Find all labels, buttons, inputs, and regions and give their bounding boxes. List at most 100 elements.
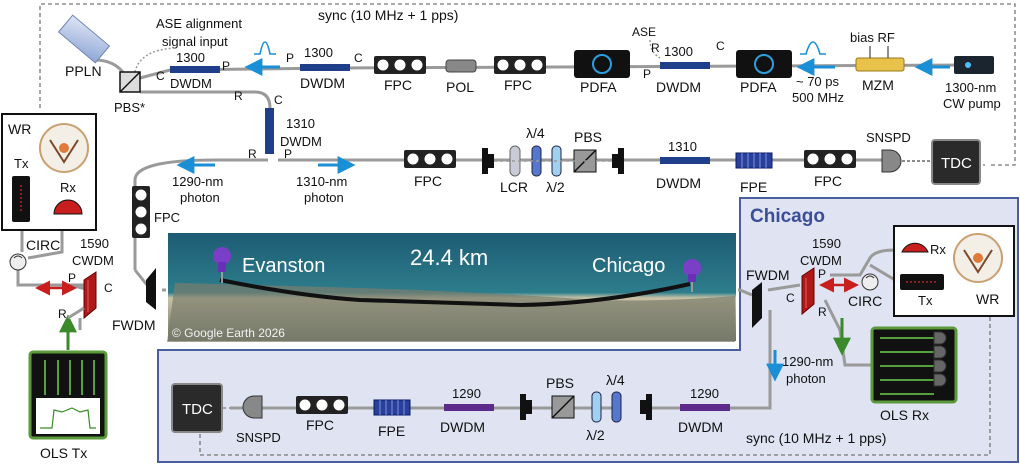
lambda2-mid-label: λ/2: [546, 179, 565, 195]
port-p-4: P: [284, 147, 292, 161]
port-r-1: R: [234, 89, 243, 103]
dwdm-1310-h-label: DWDM: [656, 175, 701, 191]
port-p-right: P: [818, 267, 826, 281]
fpc-top-1-label: FPC: [384, 77, 412, 93]
pol-icon: [445, 59, 477, 73]
cwdm-1590-left-wl: 1590: [80, 236, 109, 251]
chicago-box-title: Chicago: [750, 206, 825, 227]
pbs-bot-label: PBS: [546, 375, 574, 391]
dwdm-1290-left: [444, 404, 494, 411]
pol-label: POL: [446, 79, 474, 95]
ols-rx-label: OLS Rx: [880, 407, 929, 423]
pump-label-2: CW pump: [943, 96, 1001, 111]
port-r-right: R: [818, 305, 827, 319]
dwdm-1300-a-label: DWDM: [170, 76, 212, 91]
pulse-icon-2: [800, 41, 826, 55]
tdc-bot-label: TDC: [182, 401, 213, 418]
tx-laser-icon-right: [900, 274, 944, 290]
pbs-star-label: PBS*: [114, 100, 145, 115]
pbs-mid-label: PBS: [574, 129, 602, 145]
lambda4-mid-label: λ/4: [526, 125, 545, 141]
tdc-top-label: TDC: [941, 155, 972, 172]
tdc-icon-top: [931, 139, 981, 185]
dwdm-1300-b-label: DWDM: [300, 75, 345, 91]
pulse-icon-1: [254, 41, 276, 55]
dwdm-1290-right-label: DWDM: [678, 419, 723, 435]
lambda4-bot-label: λ/4: [606, 372, 625, 388]
tx-left-label: Tx: [14, 156, 29, 171]
ols-tx-icon: [28, 350, 108, 440]
evanston-pin-icon: [213, 247, 231, 283]
snspd-icon-top: [881, 149, 902, 173]
fpc-icon-bot: [296, 396, 348, 414]
rx-right-label: Rx: [930, 242, 946, 257]
pdfa-icon-1: [574, 50, 630, 78]
fpe-bot-label: FPE: [378, 423, 405, 439]
dwdm-1300-c: [660, 62, 710, 69]
photon-1310-label-2: photon: [304, 190, 344, 205]
pdfa-2-label: PDFA: [740, 79, 777, 95]
fpc-mid-2-label: FPC: [814, 173, 842, 189]
collimator-icon-bot-2: [640, 394, 652, 420]
wr-left-label: WR: [8, 121, 31, 137]
photon-1290-chicago-label-1: 1290-nm: [782, 354, 833, 369]
ppln-label: PPLN: [65, 63, 102, 79]
port-p-2: P: [286, 51, 294, 65]
lcr-label: LCR: [500, 179, 528, 195]
waveplate-l4-icon-bot: [611, 391, 622, 423]
fpc-top-2-label: FPC: [504, 77, 532, 93]
waveplate-l2-icon-bot: [591, 391, 602, 423]
pulse-params-1: ~ 70 ps: [796, 74, 840, 89]
ols-rx-icon: [870, 326, 958, 404]
dwdm-1290-left-wl: 1290: [452, 386, 481, 401]
fwdm-icon-left: [146, 268, 156, 310]
dwdm-1300-c-wl: 1300: [664, 44, 693, 59]
rx-left-label: Rx: [60, 180, 76, 195]
port-c-3: C: [716, 39, 725, 53]
photon-1290-chicago-label-2: photon: [786, 371, 826, 386]
cwdm-1590-right-wl: 1590: [812, 236, 841, 251]
tx-laser-icon-left: [12, 176, 30, 222]
rx-detector-icon-left: [53, 199, 83, 215]
cwdm-icon-right: [801, 267, 815, 316]
tx-right-label: Tx: [918, 293, 933, 308]
cwdm-right-label: CWDM: [800, 253, 842, 268]
port-p-3: P: [643, 67, 651, 81]
circ-left-label: CIRC: [26, 237, 60, 253]
dwdm-1290-left-label: DWDM: [440, 419, 485, 435]
fpe-icon-bot: [373, 399, 411, 416]
dwdm-1300-b-wl: 1300: [304, 45, 333, 60]
dwdm-1300-a: [170, 66, 220, 73]
goat-logo-icon-right: [953, 233, 1003, 283]
dwdm-1310-vertical: [265, 108, 274, 154]
cwdm-icon-left: [83, 271, 97, 320]
fpc-vertical-label: FPC: [154, 210, 180, 225]
goat-logo-icon-left: [39, 123, 89, 173]
pdfa-1-label: PDFA: [580, 79, 617, 95]
map-chicago-label: Chicago: [592, 255, 665, 277]
circ-icon-left: [9, 253, 27, 271]
fpc-bot-label: FPC: [306, 417, 334, 433]
photon-1290-label-1: 1290-nm: [172, 174, 223, 189]
fpe-icon: [735, 152, 773, 169]
pdfa-icon-2: [736, 50, 792, 78]
fwdm-icon-right: [752, 282, 762, 328]
fpc-mid-1-label: FPC: [414, 173, 442, 189]
map-evanston-label: Evanston: [242, 255, 325, 277]
sync-top-label: sync (10 MHz + 1 pps): [318, 7, 458, 23]
collimator-icon-bot-1: [520, 394, 532, 420]
dwdm-1300-a-wl: 1300: [176, 50, 205, 65]
port-c-right: C: [786, 291, 795, 305]
pbs-star-icon: [119, 71, 141, 93]
fpc-icon-top-1: [374, 56, 426, 74]
port-r-4: R: [248, 147, 257, 161]
fpc-icon-top-2: [494, 56, 546, 74]
map-credit: © Google Earth 2026: [172, 326, 285, 340]
ppln-crystal-icon: [57, 14, 111, 64]
port-c-1: C: [156, 69, 165, 83]
photon-1290-label-2: photon: [180, 190, 220, 205]
dwdm-1310-horizontal: [660, 157, 710, 164]
photon-1310-label-1: 1310-nm: [296, 174, 347, 189]
map-distance-label: 24.4 km: [410, 245, 488, 270]
map-image: Evanston 24.4 km Chicago © Google Earth …: [166, 231, 738, 343]
